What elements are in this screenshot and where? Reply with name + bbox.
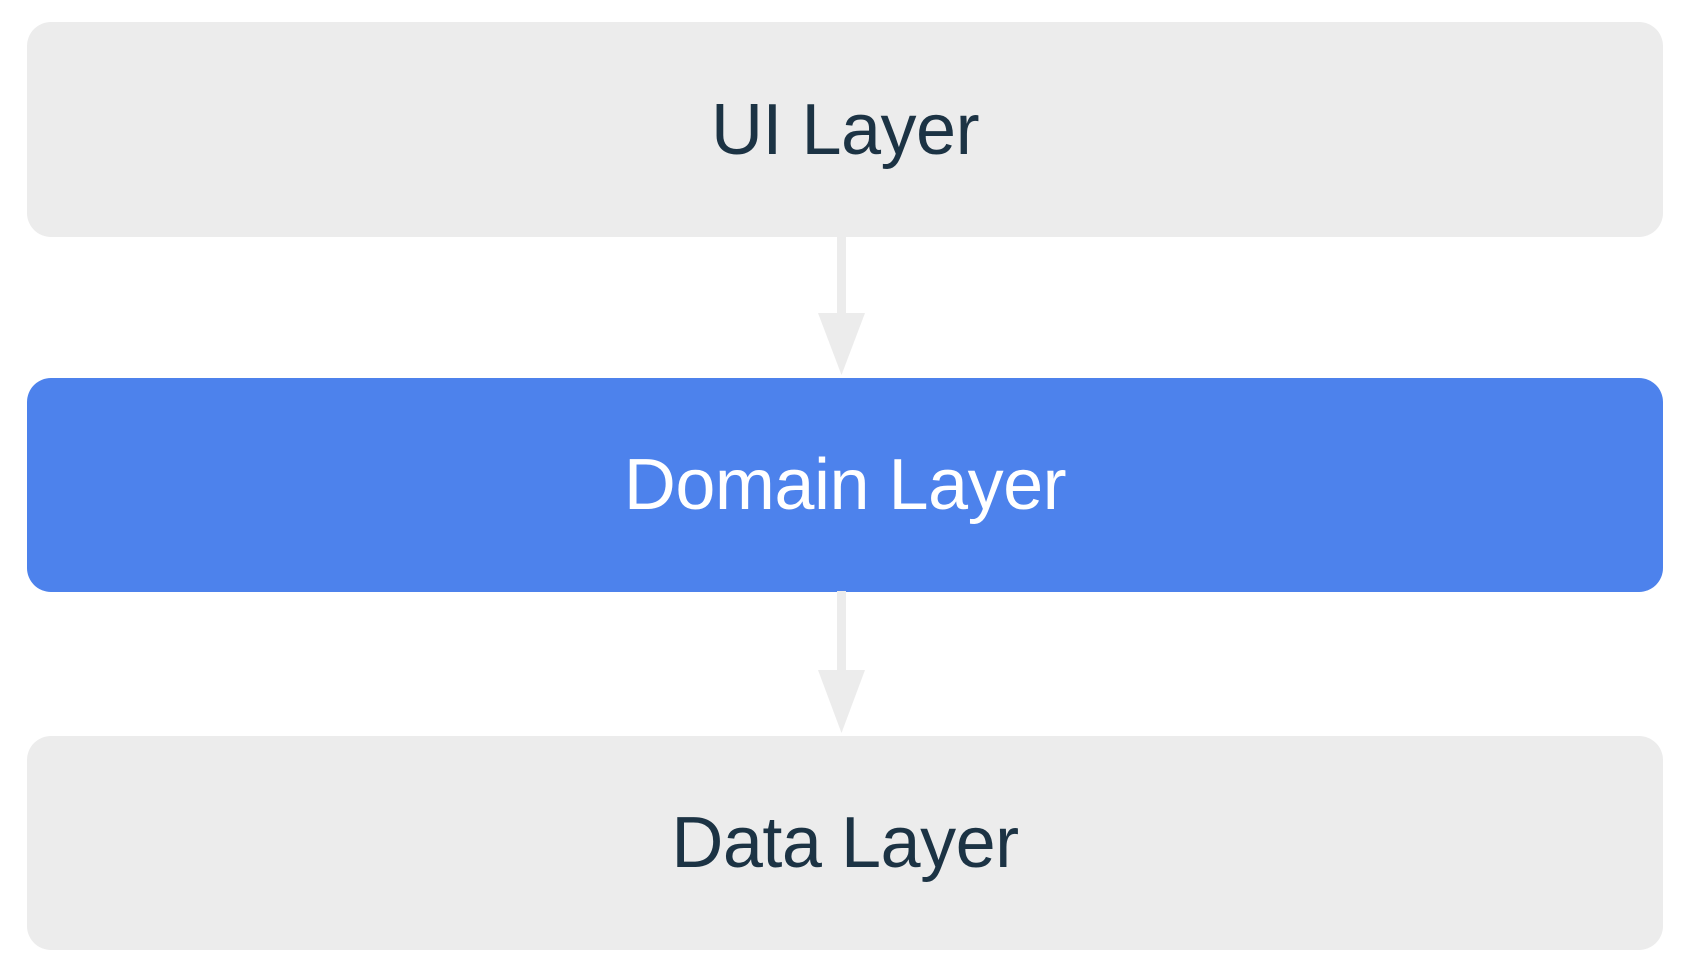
arrow-ui-to-domain [818, 236, 865, 377]
node-ui-layer[interactable]: UI Layer [27, 22, 1663, 237]
arrow-domain-to-data [818, 591, 865, 735]
node-data-layer-label: Data Layer [671, 803, 1019, 883]
node-data-layer[interactable]: Data Layer [27, 736, 1663, 950]
node-ui-layer-label: UI Layer [710, 89, 980, 170]
arrow-down-icon [818, 591, 865, 733]
node-domain-layer[interactable]: Domain Layer [27, 378, 1663, 592]
node-domain-layer-label: Domain Layer [623, 445, 1067, 525]
arrow-down-icon [818, 236, 865, 375]
